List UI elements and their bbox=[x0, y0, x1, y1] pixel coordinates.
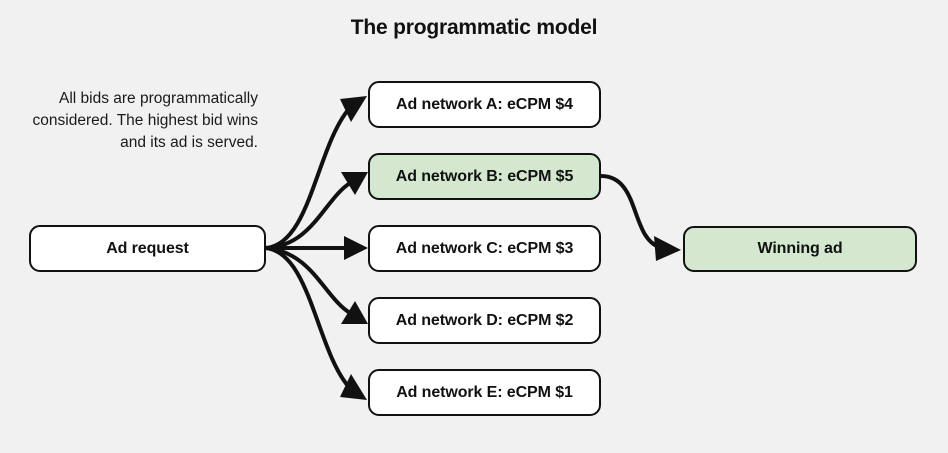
node-ad-network-e-label: Ad network E: eCPM $1 bbox=[396, 383, 573, 401]
diagram-caption: All bids are programmatically considered… bbox=[32, 90, 258, 151]
arrowhead-icon bbox=[340, 374, 367, 400]
edge-request-to-network-a bbox=[265, 96, 367, 250]
edge-request-to-network-b bbox=[265, 172, 368, 250]
node-winning-ad[interactable]: Winning ad bbox=[683, 226, 917, 272]
page-title: The programmatic model bbox=[350, 16, 598, 39]
edge-request-to-network-e bbox=[265, 246, 367, 400]
edge-request-to-network-c bbox=[266, 236, 368, 260]
node-ad-request[interactable]: Ad request bbox=[29, 225, 266, 272]
node-ad-network-c-label: Ad network C: eCPM $3 bbox=[395, 239, 574, 257]
node-winning-ad-label: Winning ad bbox=[757, 240, 843, 257]
arrowhead-icon bbox=[340, 96, 367, 122]
node-ad-network-d-label: Ad network D: eCPM $2 bbox=[395, 311, 574, 329]
node-ad-network-a[interactable]: Ad network A: eCPM $4 bbox=[368, 81, 601, 128]
arrowhead-icon bbox=[341, 301, 368, 324]
arrowhead-icon bbox=[654, 236, 681, 261]
node-ad-network-e[interactable]: Ad network E: eCPM $1 bbox=[368, 369, 601, 416]
node-ad-network-b-label: Ad network B: eCPM $5 bbox=[395, 167, 574, 185]
edge-request-to-network-d bbox=[265, 246, 368, 324]
arrowhead-icon bbox=[344, 236, 368, 260]
edge-network-b-to-winning-ad bbox=[600, 174, 681, 261]
node-ad-request-label: Ad request bbox=[106, 239, 189, 257]
arrowhead-icon bbox=[341, 172, 368, 195]
node-ad-network-b[interactable]: Ad network B: eCPM $5 bbox=[368, 153, 601, 200]
node-ad-network-d[interactable]: Ad network D: eCPM $2 bbox=[368, 297, 601, 344]
node-ad-network-c[interactable]: Ad network C: eCPM $3 bbox=[368, 225, 601, 272]
node-ad-network-a-label: Ad network A: eCPM $4 bbox=[396, 95, 573, 113]
